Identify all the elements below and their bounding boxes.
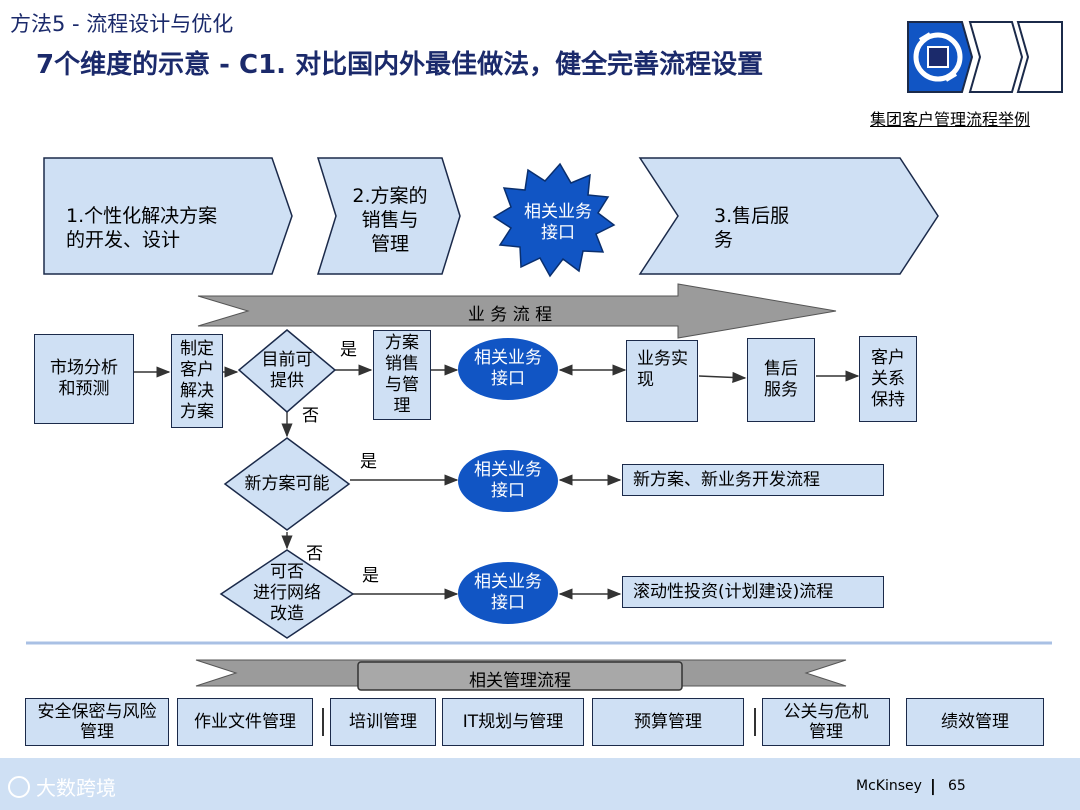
stage2-label: 2.方案的 销售与 管理 [352,185,428,255]
footer-separator: | [930,776,936,795]
interface-ellipse-1: 相关业务 接口 [458,338,558,400]
stage1-chevron [43,157,293,275]
decision1-label: 目前可 提供 [261,350,313,391]
stage1-label: 1.个性化解决方案 的开发、设计 [66,205,218,251]
customer-relation-box: 客户 关系 保持 [859,336,917,422]
stage-chevrons [43,157,939,278]
footer-band [0,758,1080,810]
decision1-yes: 是 [340,340,357,360]
rolling-process-box: 滚动性投资(计划建设)流程 [622,576,884,608]
watermark: 大数跨境 [8,772,116,801]
watermark-logo-icon [8,775,30,798]
decision2-label: 新方案可能 [244,474,330,494]
decision3-label: 可否 进行网络 改造 [253,562,321,624]
mgmt-item-document: 作业文件管理 [177,698,313,746]
mgmt-item-it-planning: IT规划与管理 [442,698,584,746]
mgmt-item-budget: 预算管理 [592,698,744,746]
new-process-box: 新方案、新业务开发流程 [622,464,884,496]
process-logo-icon [907,21,1063,93]
market-analysis-box: 市场分析 和预测 [34,334,134,424]
management-label: 相关管理流程 [469,671,571,691]
header-subtitle: 方法5 - 流程设计与优化 [10,12,234,36]
mgmt-item-security: 安全保密与风险 管理 [25,698,169,746]
decision3-yes: 是 [362,566,379,586]
customize-solution-box: 制定 客户 解决 方案 [171,334,223,428]
interface-ellipse-2: 相关业务 接口 [458,450,558,512]
after-sales-box: 售后 服务 [747,338,815,422]
stage-interface-label: 相关业务 接口 [524,202,592,243]
interface-ellipse-3: 相关业务 接口 [458,562,558,624]
stage3-chevron [638,157,939,275]
example-label: 集团客户管理流程举例 [870,110,1031,129]
mgmt-separator-1 [322,708,324,736]
decision2-no: 否 [306,544,323,564]
mgmt-item-pr-crisis: 公关与危机 管理 [762,698,890,746]
process-arrow [197,283,837,339]
decision3-diamond [219,549,355,639]
mgmt-separator-2 [754,708,756,736]
sales-mgmt-box: 方案 销售 与管 理 [373,330,431,420]
management-arrow [195,659,847,691]
stage3-label: 3.售后服 务 [714,205,790,251]
interface-starburst [492,162,616,278]
mgmt-item-performance: 绩效管理 [906,698,1044,746]
business-impl-box: 业务实 现 [626,340,698,422]
stage2-chevron [316,157,461,275]
footer-brand: McKinsey [856,778,922,794]
decision1-no: 否 [302,406,319,426]
page-number: 65 [948,778,966,794]
decision2-diamond [223,437,351,531]
watermark-text: 大数跨境 [36,776,116,800]
page-title: 7个维度的示意 - C1. 对比国内外最佳做法，健全完善流程设置 [36,50,764,80]
process-arrow-label: 业 务 流 程 [467,305,553,325]
mgmt-item-training: 培训管理 [330,698,436,746]
decision1-diamond [237,329,337,413]
decision2-yes: 是 [360,452,377,472]
process-logo [906,20,1066,94]
